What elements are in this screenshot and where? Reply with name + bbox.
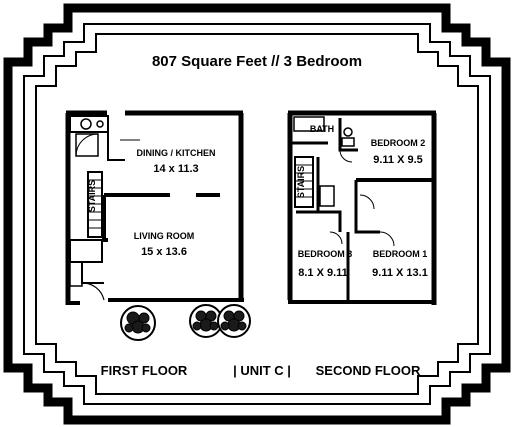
room-name-dining-kitchen: DINING / KITCHEN <box>136 148 215 158</box>
tree-2 <box>189 304 223 338</box>
room-name-bedroom-2: BEDROOM 2 <box>371 138 426 148</box>
first-floor-bottom-wall <box>66 298 244 305</box>
room-name-bedroom-1: BEDROOM 1 <box>373 249 428 259</box>
room-size-living-room: 15 x 13.6 <box>141 246 187 258</box>
plan-title: 807 Square Feet // 3 Bedroom <box>152 53 362 70</box>
first-floor-label: FIRST FLOOR <box>101 363 188 378</box>
unit-label: | UNIT C | <box>233 363 291 378</box>
landscape-trees <box>120 304 251 341</box>
second-floor-label: SECOND FLOOR <box>316 363 421 378</box>
room-name-bath: BATH <box>310 124 334 134</box>
second-floor-stairs-label: STAIRS <box>296 166 306 198</box>
outer-border <box>3 3 511 425</box>
tree-3 <box>217 304 251 338</box>
bath-walls <box>292 118 358 152</box>
room-size-bedroom-3: 8.1 X 9.11 <box>298 267 348 279</box>
room-name-bedroom-3: BEDROOM 3 <box>298 249 353 259</box>
tree-1 <box>120 305 156 341</box>
sink <box>80 118 92 130</box>
front-door-swing <box>81 282 105 301</box>
room-name-living-room: LIVING ROOM <box>134 231 195 241</box>
room-size-bedroom-1: 9.11 X 13.1 <box>372 267 428 279</box>
second-floor-plan <box>287 110 437 305</box>
room-size-bedroom-2: 9.11 X 9.5 <box>373 154 423 166</box>
first-floor-stairs-label: STAIRS <box>87 180 97 212</box>
second-floor-stairs <box>294 156 314 208</box>
first-floor-plan <box>65 110 244 305</box>
room-size-dining-kitchen: 14 x 11.3 <box>153 163 198 175</box>
